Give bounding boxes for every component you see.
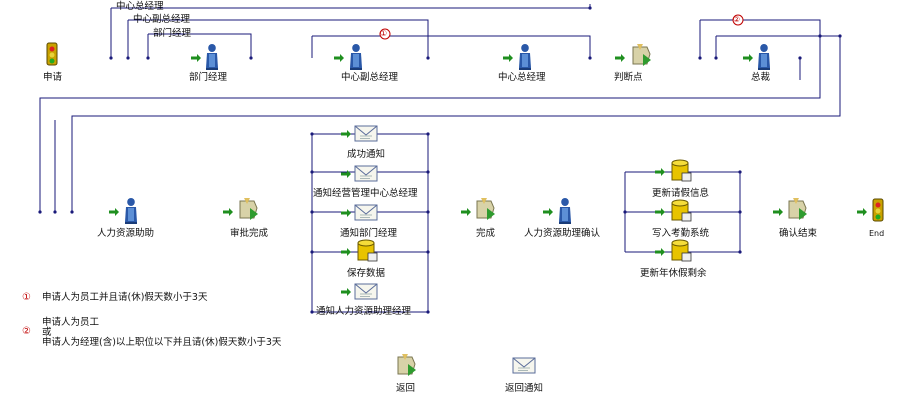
decision-icon [788,197,808,221]
condition-mark-1: ① [22,292,31,303]
node-update-annual-leave[interactable]: 更新年休假剩余 [640,268,707,279]
end-traffic-light-icon [872,198,884,222]
person-icon [206,44,218,70]
condition-note-2-line2: 或 [42,327,52,338]
node-notify-hr-assistant-manager[interactable]: 通知人力资源助理经理 [316,306,412,317]
node-apply[interactable]: 申请 [43,72,63,83]
node-end[interactable]: End [869,229,885,238]
arrow-icon [334,54,344,62]
envelope-icon [354,204,378,221]
node-approval-done[interactable]: 审批完成 [230,228,269,239]
node-center-vice-gm[interactable]: 中心副总经理 [341,72,399,83]
node-hr-assistant-confirm[interactable]: 人力资源助理确认 [524,228,601,239]
envelope-icon [354,125,378,142]
node-confirm-end[interactable]: 确认结束 [779,228,818,239]
node-hr-assistant[interactable]: 人力资源助助 [97,228,155,239]
arrow-icon [341,248,351,256]
junction-dots [38,6,842,314]
person-icon [125,198,137,224]
person-icon [559,198,571,224]
envelope-icon [354,165,378,182]
line-marker-1: ① [380,29,388,38]
database-icon [671,239,692,262]
arrow-icon [857,208,867,216]
condition-note-2-line3: 申请人为经理(含)以上职位以下并且请(休)假天数小于3天 [42,337,282,348]
lane-label-center-gm: 中心总经理 [116,1,164,12]
arrow-icon [341,130,351,138]
node-save-data[interactable]: 保存数据 [347,268,386,279]
condition-markers [379,14,744,40]
arrow-icon [655,248,665,256]
arrow-icon [341,288,351,296]
start-traffic-light-icon [46,42,58,66]
database-icon [357,239,378,262]
node-president[interactable]: 总裁 [751,72,771,83]
node-return-notify[interactable]: 返回通知 [505,383,544,394]
envelope-icon [354,283,378,300]
node-update-leave-info[interactable]: 更新请假信息 [652,188,710,199]
decision-icon [397,353,417,377]
arrow-icon [743,54,753,62]
arrow-icon [341,170,351,178]
decision-icon [632,43,652,67]
arrow-icon [223,208,233,216]
node-write-attendance[interactable]: 写入考勤系统 [652,228,710,239]
condition-note-2-line1: 申请人为员工 [42,317,100,328]
decision-icon [476,197,496,221]
person-icon [350,44,362,70]
node-finish[interactable]: 完成 [476,228,496,239]
arrow-icon [341,209,351,217]
arrow-icon [615,54,625,62]
arrow-icon [461,208,471,216]
arrow-icon [655,208,665,216]
node-center-gm[interactable]: 中心总经理 [498,72,546,83]
arrow-icon [191,54,201,62]
node-notify-mgmt-center-gm[interactable]: 通知经营管理中心总经理 [313,188,418,199]
person-icon [519,44,531,70]
node-return[interactable]: 返回 [396,383,416,394]
condition-mark-2: ② [22,326,31,337]
arrow-icon [503,54,513,62]
line-marker-2: ② [733,15,741,24]
node-dept-manager[interactable]: 部门经理 [189,72,228,83]
arrow-icon [655,168,665,176]
arrow-icon [109,208,119,216]
condition-text-1: 申请人为员工并且请(休)假天数小于3天 [42,292,208,303]
condition-note-1: ① 申请人为员工并且请(休)假天数小于3天 [22,292,207,303]
node-judge-point[interactable]: 判断点 [614,72,643,83]
connector-lines [39,4,841,313]
decision-icon [239,197,259,221]
node-notify-dept-manager[interactable]: 通知部门经理 [340,228,398,239]
arrow-icon [773,208,783,216]
envelope-icon [512,357,536,374]
person-icon [758,44,770,70]
database-icon [671,199,692,222]
arrow-icon [543,208,553,216]
lane-label-center-vice-gm: 中心副总经理 [133,14,191,25]
lane-label-dept-manager: 部门经理 [153,28,192,39]
database-icon [671,159,692,182]
node-notify-success[interactable]: 成功通知 [347,149,386,160]
